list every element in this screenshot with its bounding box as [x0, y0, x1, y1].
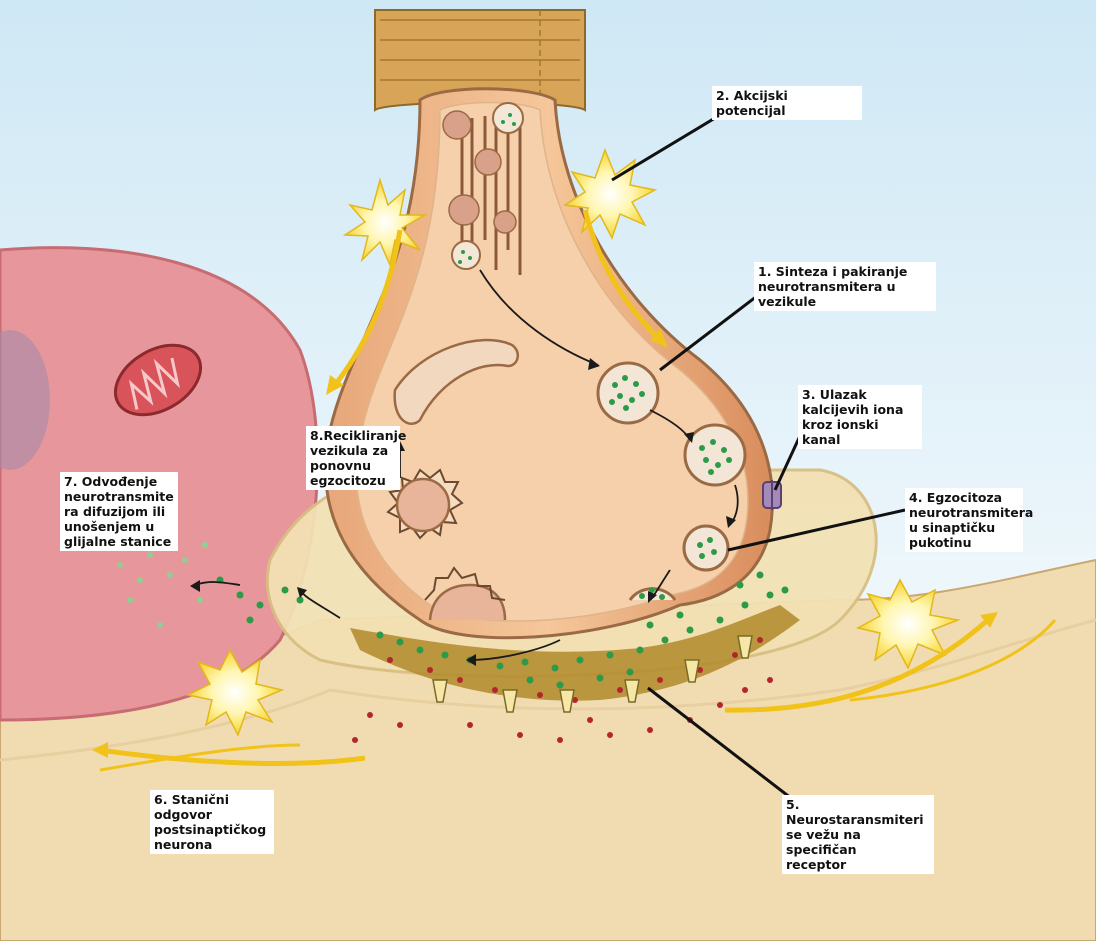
label-calcium-entry: 3. Ulazak kalcijevih iona kroz ionski ka…: [798, 385, 922, 449]
label-transmitter-removal: 7. Odvođenje neurotransmite ra difuzijom…: [60, 472, 178, 551]
label-vesicle-recycling: 8.Recikliranje vezikula za ponovnu egzoc…: [306, 426, 400, 490]
label-postsynaptic-response: 6. Stanični odgovor postsinaptičkog neur…: [150, 790, 274, 854]
label-exocytosis: 4. Egzocitoza neurotransmitera u sinapti…: [905, 488, 1023, 552]
label-receptor-binding: 5. Neurostaransmiteri se vežu na specifi…: [782, 795, 934, 874]
label-action-potential: 2. Akcijski potencijal: [712, 86, 862, 120]
label-synthesis-packaging: 1. Sinteza i pakiranje neurotransmitera …: [754, 262, 936, 311]
